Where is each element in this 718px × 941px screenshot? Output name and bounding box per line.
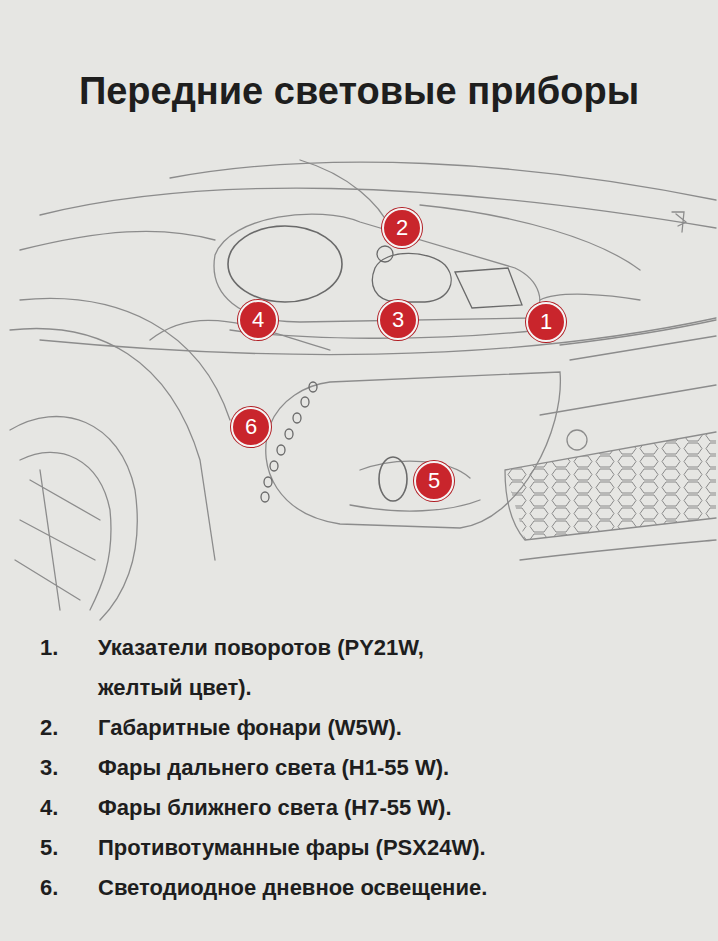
list-number: 3. xyxy=(40,748,58,788)
list-number: 1. xyxy=(40,628,58,668)
list-item: Фары дальнего света (H1-55 W). xyxy=(98,748,698,788)
list-number: 6. xyxy=(40,868,58,908)
callout-number: 6 xyxy=(245,416,257,438)
page-title: Передние световые приборы xyxy=(0,70,718,113)
list-item: Светодиодное дневное освещение. xyxy=(98,868,698,908)
list-number: 2. xyxy=(40,708,58,748)
callout-circle: 6 xyxy=(231,407,271,447)
list-item: Фары ближнего света (H7-55 W). xyxy=(98,788,698,828)
list-item: Указатели поворотов (PY21W, желтый цвет)… xyxy=(98,628,438,708)
list-number: 5. xyxy=(40,828,58,868)
callout-number: 3 xyxy=(392,309,404,331)
list-item: Противотуманные фары (PSX24W). xyxy=(98,828,698,868)
callout-circle: 2 xyxy=(382,208,422,248)
callout-circle: 1 xyxy=(526,302,566,342)
callout-number: 5 xyxy=(428,470,440,492)
callout-circle: 4 xyxy=(238,300,278,340)
callout-number: 2 xyxy=(396,217,408,239)
list-item: Габаритные фонари (W5W). xyxy=(98,708,698,748)
callout-number: 1 xyxy=(540,311,552,333)
list-number: 4. xyxy=(40,788,58,828)
callout-circle: 5 xyxy=(414,461,454,501)
callout-number: 4 xyxy=(252,309,264,331)
callout-circle: 3 xyxy=(378,300,418,340)
